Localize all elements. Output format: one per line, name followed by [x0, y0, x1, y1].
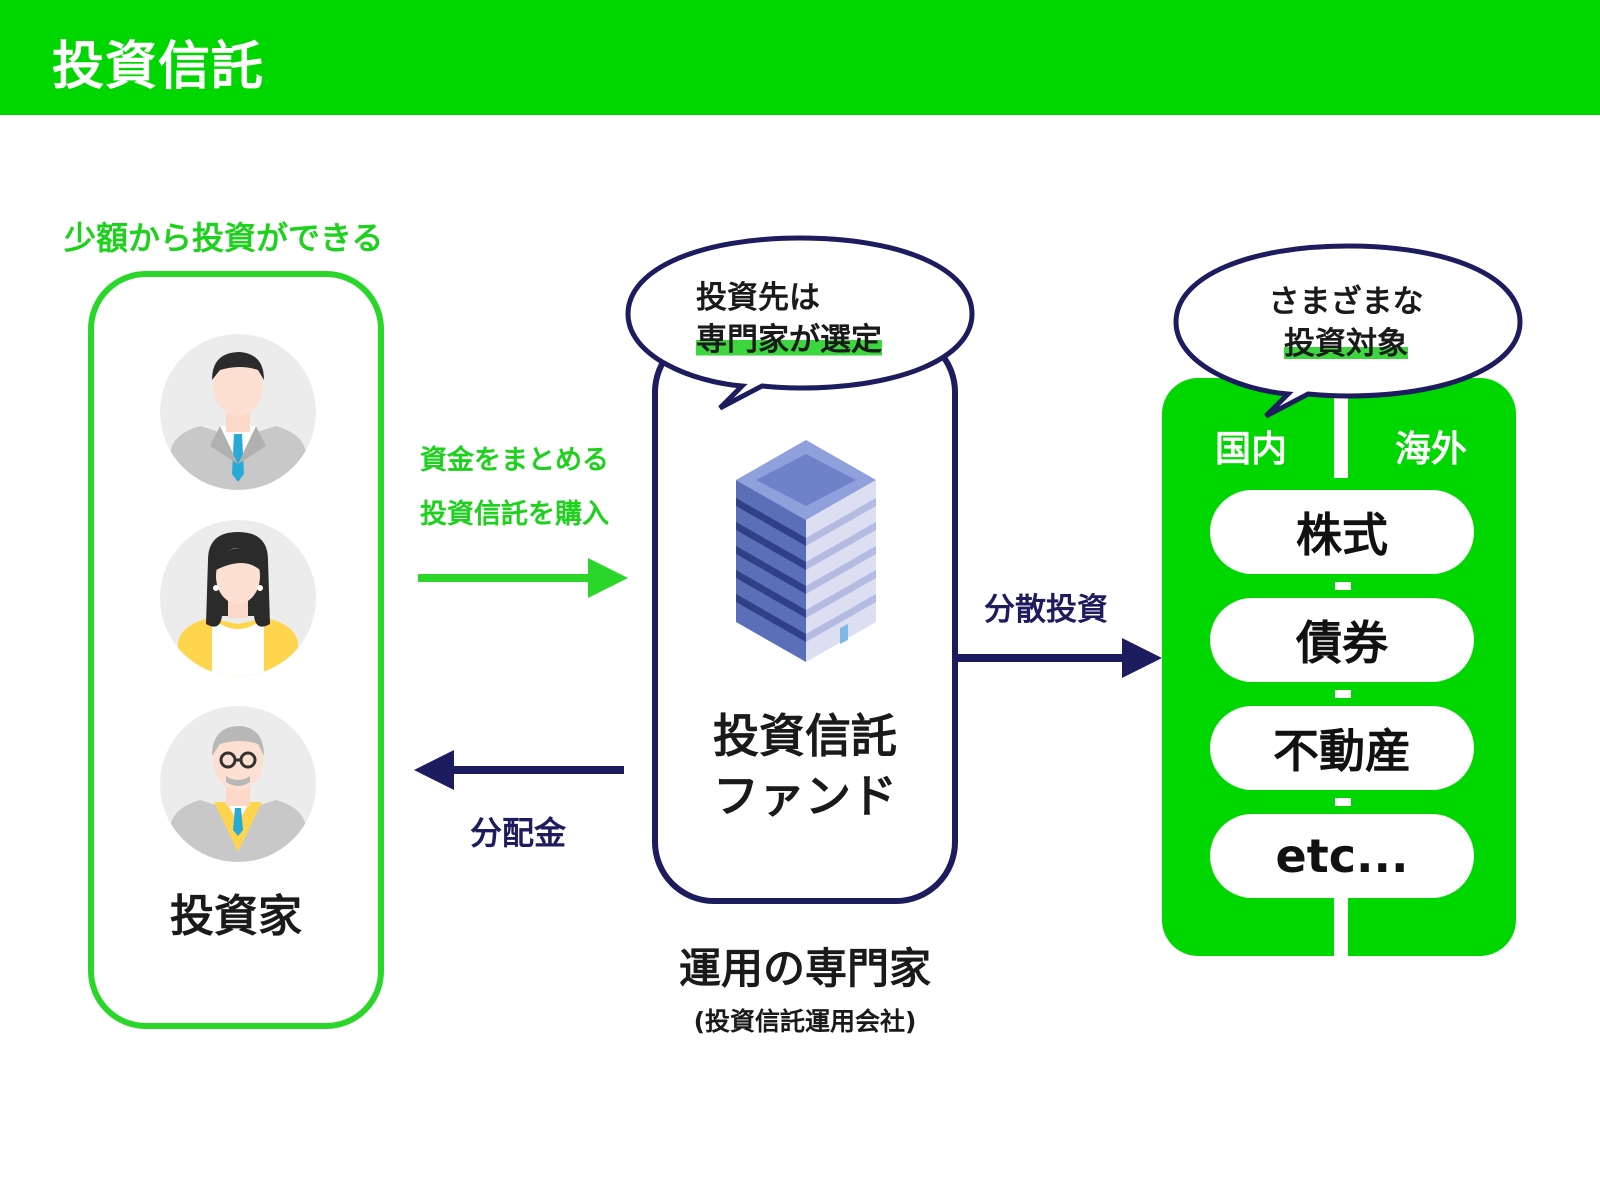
arrow-right-navy-icon	[958, 638, 1162, 678]
target-real-estate-pill: 不動産	[1210, 706, 1474, 790]
businesswoman-avatar-icon	[160, 520, 316, 676]
domestic-label: 国内	[1214, 429, 1287, 470]
investor-label: 投資家	[170, 891, 302, 942]
target-bonds-pill: 債券	[1210, 598, 1474, 682]
target-stocks-pill: 株式	[1210, 490, 1474, 574]
targets-bubble-line2: 投資対象	[1284, 326, 1408, 362]
fund-bubble-line1: 投資先は	[696, 280, 820, 316]
distribution-label: 分配金	[470, 814, 567, 852]
arrow-left-navy-icon	[414, 750, 624, 790]
businessman-avatar-icon	[160, 334, 316, 490]
investor-group-box	[88, 271, 384, 1029]
targets-divider-top	[1334, 398, 1348, 478]
buy-fund-label: 投資信託を購入	[420, 499, 609, 530]
targets-bubble-line1: さまざまな	[1268, 284, 1424, 320]
fund-name-line1: 投資信託	[713, 709, 897, 763]
diversify-label: 分散投資	[984, 592, 1108, 628]
collect-funds-label: 資金をまとめる	[420, 445, 609, 476]
overseas-label: 海外	[1394, 429, 1467, 470]
target-etc-pill: etc...	[1210, 814, 1474, 898]
elderly-man-avatar-icon	[160, 706, 316, 862]
pill-separator	[1335, 690, 1351, 698]
page-title: 投資信託	[52, 37, 265, 97]
header-bar	[0, 0, 1600, 115]
fund-manager-subtitle: (投資信託運用会社)	[693, 1007, 917, 1036]
investor-caption: 少額から投資ができる	[64, 219, 384, 257]
targets-bubble-line2-wrap: 投資対象	[1196, 318, 1496, 363]
pill-separator	[1335, 798, 1351, 806]
fund-name-line2: ファンド	[713, 769, 897, 823]
arrow-right-green-icon	[418, 558, 628, 598]
pill-separator	[1335, 582, 1351, 590]
fund-box	[652, 330, 958, 904]
targets-divider-bottom	[1334, 898, 1348, 962]
fund-manager-title: 運用の専門家	[678, 944, 931, 993]
office-building-icon	[736, 440, 876, 662]
fund-bubble-line2: 専門家が選定	[696, 314, 882, 359]
